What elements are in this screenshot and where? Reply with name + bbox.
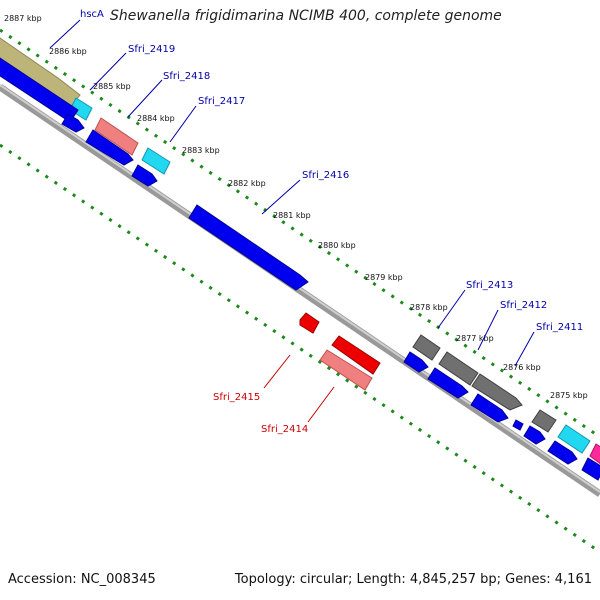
gene-arrow-blue[interactable] (470, 393, 509, 423)
gene-arrow-sfri-2414b[interactable] (319, 349, 373, 391)
gene-label-sfri-2414[interactable]: Sfri_2414 (261, 424, 308, 435)
gene-arrow-magenta-edge[interactable] (589, 443, 600, 465)
gene-labels: hscA Sfri_2419 Sfri_2418 Sfri_2417 Sfri_… (80, 9, 583, 435)
gene-arrow-blue[interactable] (581, 457, 600, 481)
tick-label: 2885 kbp (93, 82, 131, 91)
tick-label: 2886 kbp (49, 47, 87, 56)
leader-line-sfri-2414 (307, 386, 335, 423)
gene-label-sfri-2415[interactable]: Sfri_2415 (213, 392, 260, 403)
tick-label: 2876 kbp (503, 363, 541, 372)
leader-line-sfri-2417 (169, 105, 197, 143)
gene-label-sfri-2411[interactable]: Sfri_2411 (536, 322, 583, 333)
tick-labels: 2887 kbp 2886 kbp 2885 kbp 2884 kbp 2883… (4, 14, 588, 400)
tick-label: 2883 kbp (182, 146, 220, 155)
gene-arrow-sfri-2418[interactable] (94, 117, 139, 156)
topology-text: Topology: circular; Length: 4,845,257 bp… (234, 572, 592, 587)
label-leaders (49, 19, 535, 423)
tick-label: 2887 kbp (4, 14, 42, 23)
leader-line-sfri-2412 (477, 309, 499, 351)
leader-line-sfri-2418 (127, 79, 163, 118)
tick-label: 2884 kbp (137, 114, 175, 123)
leader-line-hscA (49, 19, 81, 49)
upper-tick-line (0, 28, 600, 439)
gene-arrow-blue[interactable] (0, 57, 79, 123)
gene-arrow-cyan-right[interactable] (557, 424, 591, 454)
tick-label: 2880 kbp (318, 241, 356, 250)
lower-tick-line (0, 143, 600, 554)
gene-arrow-blue[interactable] (403, 351, 429, 373)
gene-arrow-blue[interactable] (131, 164, 158, 187)
tick-label: 2878 kbp (410, 303, 448, 312)
leader-line-sfri-2415 (263, 354, 291, 389)
leader-line-sfri-2419 (89, 52, 127, 91)
tick-label: 2875 kbp (550, 391, 588, 400)
accession-text: Accession: NC_008345 (8, 572, 156, 587)
tick-label: 2882 kbp (228, 179, 266, 188)
gene-arrow-blue[interactable] (85, 129, 134, 166)
leader-line-sfri-2411 (514, 331, 535, 367)
gene-arrow-sfri-2412a[interactable] (438, 351, 479, 386)
leader-line-sfri-2416 (261, 179, 301, 215)
gene-arrow-blue[interactable] (523, 425, 546, 445)
gene-label-sfri-2412[interactable]: Sfri_2412 (500, 300, 547, 311)
gene-label-hscA[interactable]: hscA (80, 9, 104, 20)
gene-label-sfri-2413[interactable]: Sfri_2413 (466, 280, 513, 291)
gene-arrow-sfri-2413[interactable] (412, 334, 441, 361)
gene-arrow-blue[interactable] (61, 113, 85, 133)
genome-backbone-highlight (0, 84, 600, 493)
gene-arrow-blue[interactable] (512, 419, 524, 431)
gene-label-sfri-2418[interactable]: Sfri_2418 (163, 71, 210, 82)
gene-arrow-sfri-2411[interactable] (531, 409, 557, 433)
genome-backbone (0, 84, 600, 497)
tick-label: 2877 kbp (456, 334, 494, 343)
genome-title: Shewanella frigidimarina NCIMB 400, comp… (110, 8, 502, 24)
forward-strand-genes (0, 37, 600, 481)
gene-arrow-sfri-2414a[interactable] (331, 335, 381, 375)
leader-line-sfri-2413 (437, 289, 466, 329)
gene-label-sfri-2419[interactable]: Sfri_2419 (128, 44, 175, 55)
tick-label: 2879 kbp (365, 273, 403, 282)
reverse-strand-genes (299, 312, 381, 391)
gene-arrow-blue[interactable] (547, 440, 578, 465)
tick-label: 2881 kbp (273, 211, 311, 220)
gene-arrow-sfri-2415[interactable] (299, 312, 320, 334)
gene-arrow-blue[interactable] (427, 367, 469, 399)
gene-arrow-sfri-2416[interactable] (188, 204, 309, 291)
gene-arrow-sfri-2417[interactable] (141, 147, 171, 175)
gene-arrow-sfri-2412b[interactable] (471, 373, 523, 411)
gene-label-sfri-2416[interactable]: Sfri_2416 (302, 170, 349, 181)
gene-label-sfri-2417[interactable]: Sfri_2417 (198, 96, 245, 107)
